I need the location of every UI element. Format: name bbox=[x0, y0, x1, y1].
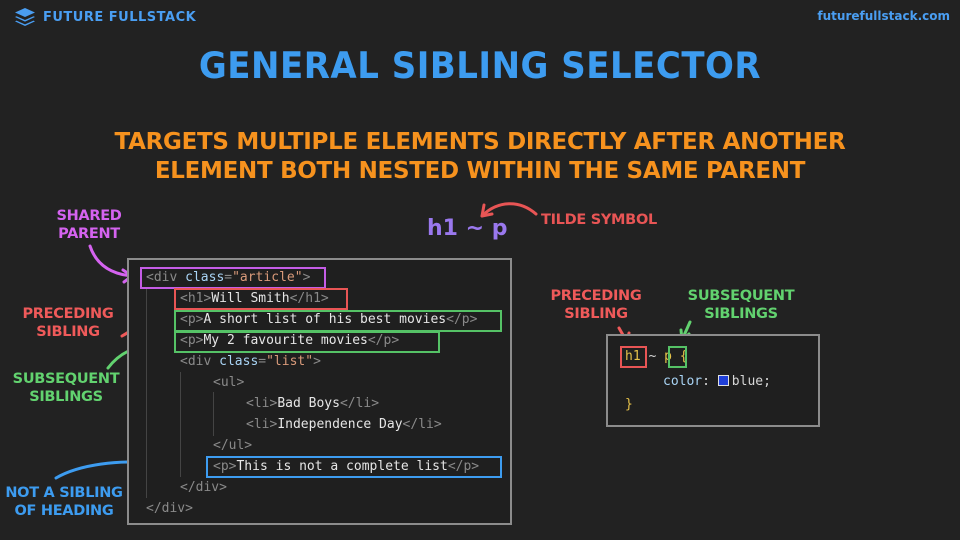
preceding-line-1: Preceding bbox=[22, 306, 114, 322]
not-a-sibling-highlight bbox=[206, 456, 502, 478]
preceding-sibling-highlight bbox=[174, 288, 348, 310]
code-line-h1: <h1>Will Smith</h1> bbox=[180, 291, 329, 306]
indent-guide bbox=[213, 392, 214, 436]
brand: FUTURE FULLSTACK bbox=[14, 6, 196, 28]
subtitle-line-2: element both nested within the same pare… bbox=[154, 158, 806, 184]
stacked-layers-icon bbox=[15, 8, 35, 26]
shared-parent-line-1: Shared bbox=[56, 208, 122, 224]
css-line-declaration: color: blue; bbox=[663, 374, 771, 389]
code-line-ul-open: <ul> bbox=[213, 375, 245, 390]
page-title: General Sibling Selector bbox=[198, 44, 762, 88]
css-subsequent-line-2: Siblings bbox=[704, 306, 778, 322]
preceding-sibling-label: Preceding Sibling bbox=[17, 305, 119, 341]
code-line-div-list-end: </div> bbox=[180, 480, 227, 495]
css-preceding-sibling-label: Preceding Sibling bbox=[546, 287, 646, 323]
code-line-li2: <li>Independence Day</li> bbox=[246, 417, 442, 432]
code-line-ul-close: </ul> bbox=[213, 438, 253, 453]
site-url[interactable]: futurefullstack.com bbox=[817, 9, 950, 23]
code-line-div-article-end: </div> bbox=[146, 501, 193, 516]
not-sibling-line-2: of heading bbox=[14, 503, 114, 519]
css-preceding-line-1: Preceding bbox=[550, 288, 642, 304]
css-subsequent-highlight bbox=[668, 346, 687, 368]
css-preceding-line-2: Sibling bbox=[564, 306, 628, 322]
subsequent-sibling-highlight-2 bbox=[174, 331, 440, 353]
tilde-symbol-label: Tilde Symbol bbox=[541, 212, 657, 228]
preceding-line-2: Sibling bbox=[36, 324, 100, 340]
indent-guide bbox=[146, 288, 147, 498]
code-line-p2: <p>My 2 favourite movies</p> bbox=[180, 333, 400, 348]
brand-name: FUTURE FULLSTACK bbox=[43, 9, 197, 25]
subtitle-line-1: Targets multiple elements directly after… bbox=[114, 129, 846, 155]
code-line-li1: <li>Bad Boys</li> bbox=[246, 396, 380, 411]
shared-parent-highlight bbox=[140, 267, 326, 289]
subsequent-siblings-label: Subsequent Siblings bbox=[8, 370, 124, 406]
selector-example: h1 ~ p bbox=[427, 216, 508, 241]
color-swatch bbox=[717, 375, 729, 386]
subsequent-line-1: Subsequent bbox=[12, 371, 120, 387]
code-line-div-list: <div class="list"> bbox=[180, 354, 321, 369]
css-code-panel bbox=[606, 334, 820, 427]
code-line-p1: <p>A short list of his best movies</p> bbox=[180, 312, 478, 327]
not-sibling-line-1: Not a sibling bbox=[5, 485, 123, 501]
subsequent-line-2: Siblings bbox=[29, 389, 103, 405]
css-subsequent-line-1: Subsequent bbox=[687, 288, 795, 304]
shared-parent-arrow bbox=[88, 244, 134, 284]
not-a-sibling-label: Not a sibling of heading bbox=[2, 484, 126, 520]
tilde-arrow bbox=[480, 202, 538, 218]
shared-parent-line-2: Parent bbox=[58, 226, 120, 242]
html-code-panel bbox=[127, 258, 512, 525]
indent-guide bbox=[180, 372, 181, 477]
css-preceding-highlight bbox=[620, 346, 647, 368]
css-subsequent-siblings-label: Subsequent Siblings bbox=[682, 287, 800, 323]
code-line-div-article: <div class="article"> bbox=[146, 270, 311, 285]
code-line-p3: <p>This is not a complete list</p> bbox=[213, 459, 480, 474]
css-line-close: } bbox=[625, 397, 633, 412]
shared-parent-label: Shared Parent bbox=[50, 207, 128, 243]
page-subtitle: Targets multiple elements directly after… bbox=[0, 128, 960, 186]
subsequent-sibling-highlight-1 bbox=[174, 310, 502, 332]
